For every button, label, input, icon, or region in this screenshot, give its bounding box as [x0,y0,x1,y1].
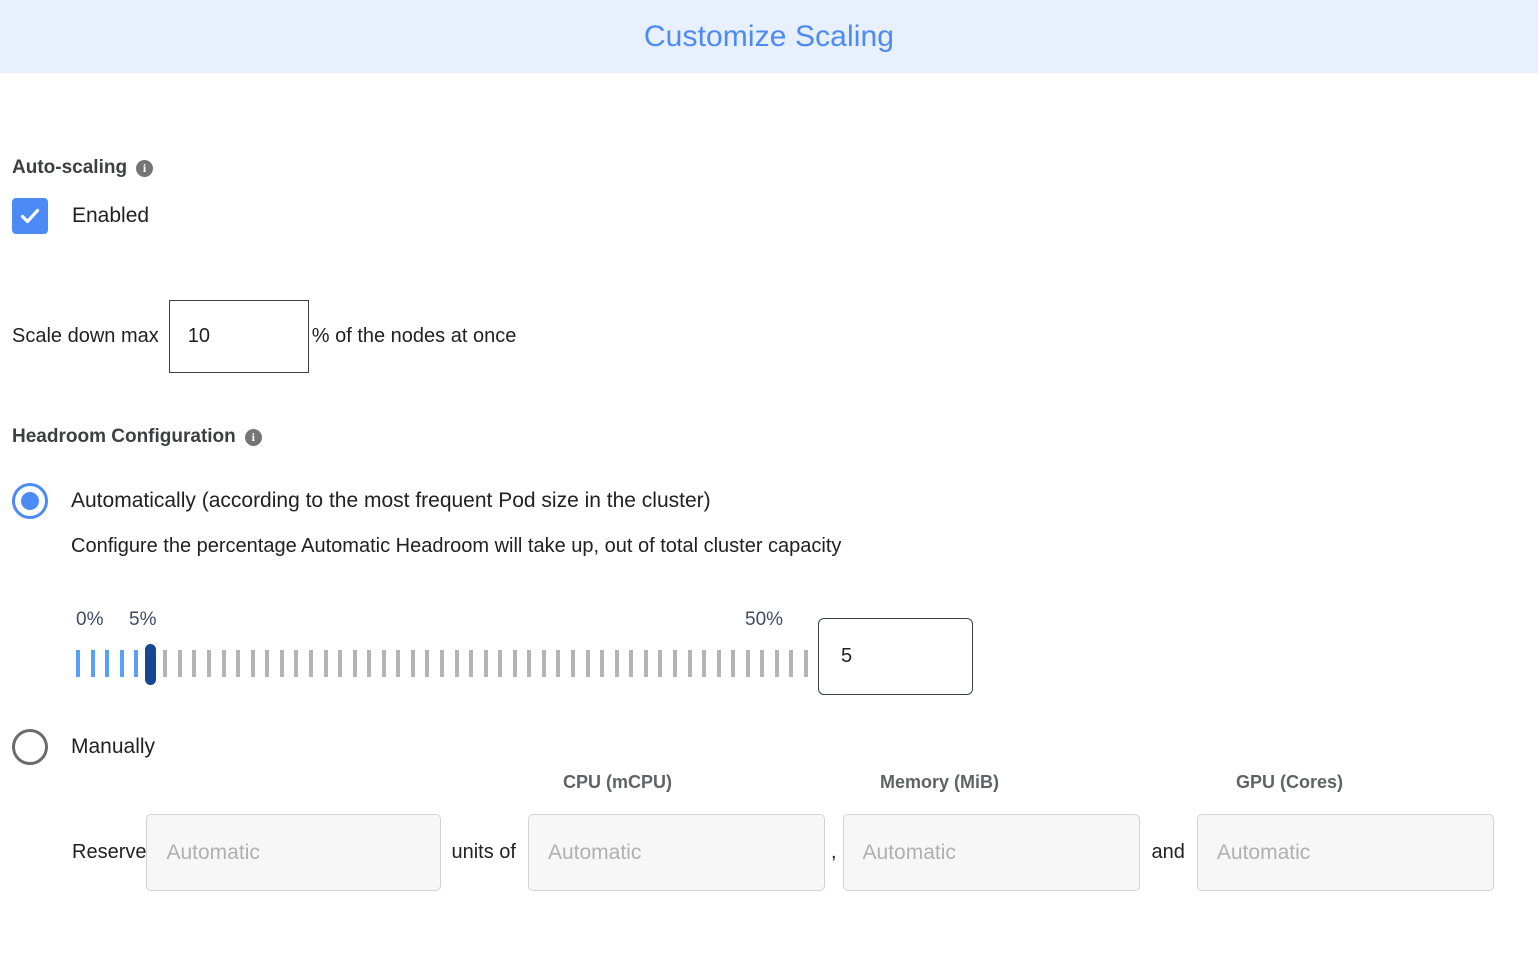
slider-tick [643,650,648,677]
slider-tick [498,650,503,677]
slider-tick [585,650,590,677]
reserve-label: Reserve [72,841,147,863]
auto-scaling-section-heading: Auto-scaling i [12,157,154,179]
headroom-manual-row: Manually [12,729,155,765]
radio-headroom-automatic[interactable] [12,483,48,519]
slider-tick [527,650,532,677]
slider-tick [294,650,299,677]
slider-tick [76,650,80,677]
slider-tick [105,650,110,677]
reserve-column-labels: CPU (mCPU) Memory (MiB) GPU (Cores) [0,772,1538,796]
slider-tick [338,650,343,677]
slider-tick [440,650,444,677]
reserve-gpu-input[interactable] [1196,814,1494,891]
slider-tick [483,650,488,677]
headroom-percentage-input[interactable] [818,618,973,695]
slider-current-label: 5% [129,609,157,630]
auto-scaling-enabled-row: Enabled [12,198,149,234]
slider-tick [541,650,546,677]
info-icon-auto-scaling[interactable]: i [136,159,154,177]
radio-headroom-manual-label: Manually [71,735,156,758]
dialog-header: Customize Scaling [0,0,1538,73]
slider-tick [308,650,313,677]
dialog-body: Auto-scaling i Enabled Scale down max % … [0,73,1538,970]
slider-tick [745,650,750,677]
slider-tick [410,650,415,677]
slider-tick [425,650,430,677]
slider-tick [571,650,576,677]
scale-down-max-input[interactable] [168,300,309,373]
slider-max-label: 50% [745,609,784,630]
scale-down-max-suffix: % of the nodes at once [311,325,517,347]
slider-tick [279,650,284,677]
slider-tick [207,650,212,677]
radio-headroom-manual[interactable] [12,729,48,765]
reserve-row: Reserve units of , and [0,814,1538,891]
radio-dot-icon [21,492,39,510]
slider-tick [512,650,517,677]
slider-tick [789,650,794,677]
separator-and: and [1151,841,1185,863]
slider-tick [396,650,401,677]
scale-down-max-row: Scale down max % of the nodes at once [12,300,516,373]
slider-tick [556,650,561,677]
headroom-automatic-row: Automatically (according to the most fre… [12,483,711,519]
slider-tick [367,650,372,677]
slider-tick [134,650,139,677]
slider-min-label: 0% [76,609,104,630]
slider-tick [658,650,663,677]
separator-comma: , [830,841,837,863]
slider-labels: 0% 5% 50% [76,609,976,635]
page-title: Customize Scaling [643,19,895,53]
headroom-section-heading: Headroom Configuration i [12,426,262,448]
check-icon [20,208,40,224]
slider-tick [192,650,197,677]
slider-tick [323,650,328,677]
slider-tick [177,650,182,677]
slider-tick [774,650,779,677]
slider-tick [804,650,808,677]
headroom-heading-label: Headroom Configuration [12,426,236,447]
slider-tick [352,650,357,677]
units-of-label: units of [451,841,516,863]
slider-tick [454,650,459,677]
radio-headroom-automatic-label: Automatically (according to the most fre… [71,489,711,512]
auto-scaling-enabled-checkbox[interactable] [12,198,48,234]
slider-tick [163,650,168,677]
scale-down-max-label: Scale down max [12,325,159,347]
reserve-units-input[interactable] [146,814,442,891]
reserve-memory-input[interactable] [842,814,1140,891]
slider-thumb[interactable] [145,644,157,685]
slider-tick [629,650,634,677]
slider-tick [236,650,241,677]
slider-tick [250,650,255,677]
slider-tick [760,650,765,677]
slider-tick [614,650,619,677]
slider-tick [687,650,692,677]
column-label-cpu: CPU (mCPU) [563,772,673,792]
slider-tick [600,650,605,677]
slider-tick [702,650,707,677]
slider-tick [221,650,226,677]
slider-tick [90,650,95,677]
slider-tick [716,650,721,677]
slider-tick [731,650,736,677]
auto-scaling-heading-label: Auto-scaling [12,157,128,178]
slider-track[interactable] [76,644,808,685]
auto-scaling-enabled-label: Enabled [72,204,150,227]
column-label-memory: Memory (MiB) [880,772,1000,792]
slider-tick [469,650,474,677]
slider-tick [265,650,270,677]
slider-tick [672,650,677,677]
column-label-gpu: GPU (Cores) [1236,772,1344,792]
headroom-automatic-description: Configure the percentage Automatic Headr… [71,535,842,557]
slider-tick [381,650,386,677]
slider-tick [119,650,124,677]
reserve-cpu-input[interactable] [527,814,825,891]
info-icon-headroom[interactable]: i [244,428,262,446]
headroom-slider[interactable]: 0% 5% 50% [76,609,976,685]
